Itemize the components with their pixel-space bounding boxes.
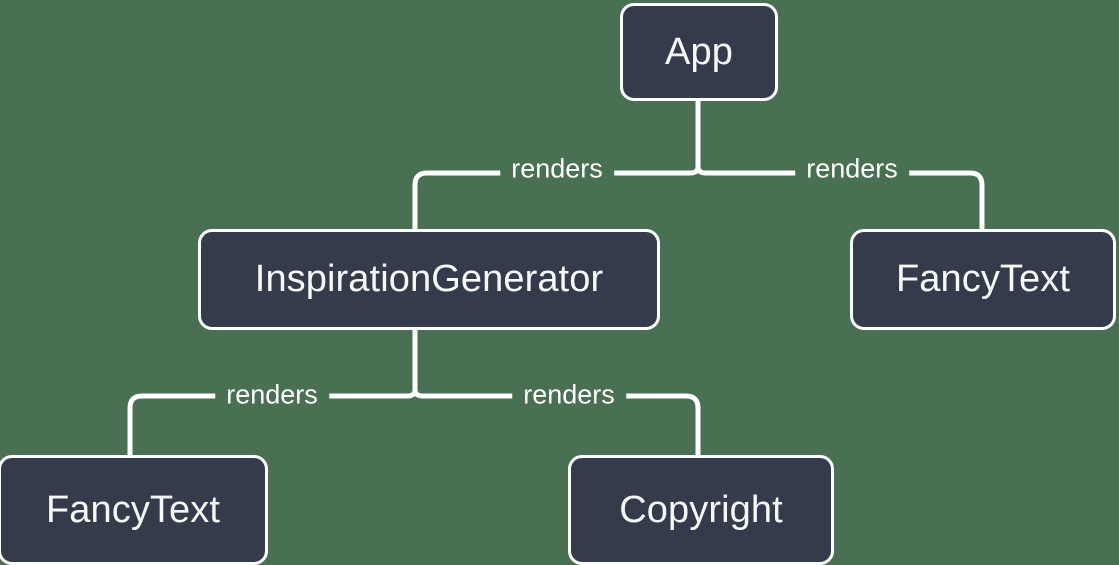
node-fancytext-left[interactable]: FancyText — [0, 455, 268, 565]
edge-app-to-fancytext-right — [695, 164, 985, 232]
edge-inspirationgenerator-to-copyright — [412, 387, 701, 458]
node-app[interactable]: App — [620, 3, 778, 101]
node-fancytext-right[interactable]: FancyText — [850, 229, 1116, 330]
node-copyright-label: Copyright — [619, 488, 783, 531]
node-app-label: App — [665, 30, 733, 73]
edge-label-app-to-fancytext-right: renders — [795, 155, 909, 183]
edge-label-inspirationgenerator-to-copyright: renders — [512, 381, 626, 409]
node-fancytext-left-label: FancyText — [45, 488, 221, 531]
node-inspirationgenerator[interactable]: InspirationGenerator — [198, 229, 660, 330]
node-inspirationgenerator-label: InspirationGenerator — [254, 258, 604, 300]
edge-label-app-to-inspirationgenerator: renders — [500, 155, 614, 183]
node-copyright[interactable]: Copyright — [568, 455, 834, 565]
node-fancytext-right-label: FancyText — [895, 258, 1071, 300]
edge-label-inspirationgenerator-to-fancytext-left: renders — [215, 381, 329, 409]
